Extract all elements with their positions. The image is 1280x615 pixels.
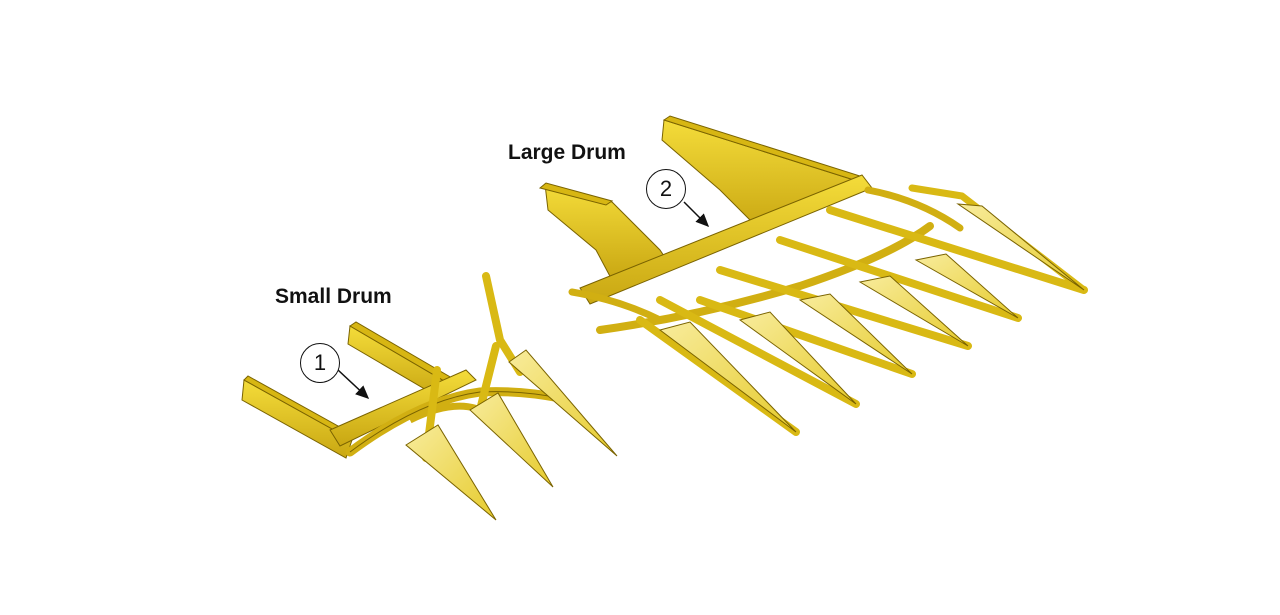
large-tine-6 xyxy=(826,206,1088,294)
callout-arrow-2 xyxy=(683,201,710,228)
large-rear-bracket xyxy=(661,119,855,231)
callout-arrow-1 xyxy=(337,369,370,400)
large-tine-5 xyxy=(776,236,1022,322)
large-tine-7 xyxy=(908,184,1088,294)
large-tine-2 xyxy=(656,296,860,408)
small-blade-2 xyxy=(469,392,554,488)
callout-number-1: 1 xyxy=(300,343,340,383)
small-left-mount-rail xyxy=(241,379,353,459)
large-back-tube xyxy=(864,186,964,232)
large-tine-3 xyxy=(696,296,916,378)
large-drum-assembly xyxy=(538,115,1088,436)
small-drum-assembly xyxy=(241,272,618,521)
large-blade-6 xyxy=(956,203,1085,291)
small-tine-2 xyxy=(476,342,500,414)
large-tine-1 xyxy=(636,316,800,436)
large-blade-5 xyxy=(914,253,1019,319)
small-drum-label: Small Drum xyxy=(275,285,392,308)
large-blade-2 xyxy=(738,311,857,405)
callout-number-2: 2 xyxy=(646,169,686,209)
large-drum-label: Large Drum xyxy=(508,141,626,164)
large-blade-1 xyxy=(658,321,797,433)
large-blade-3 xyxy=(798,293,913,375)
small-blade-1 xyxy=(405,424,497,521)
small-cross-bar xyxy=(329,369,477,447)
large-blade-4 xyxy=(858,275,969,347)
small-blade-3 xyxy=(508,349,618,457)
